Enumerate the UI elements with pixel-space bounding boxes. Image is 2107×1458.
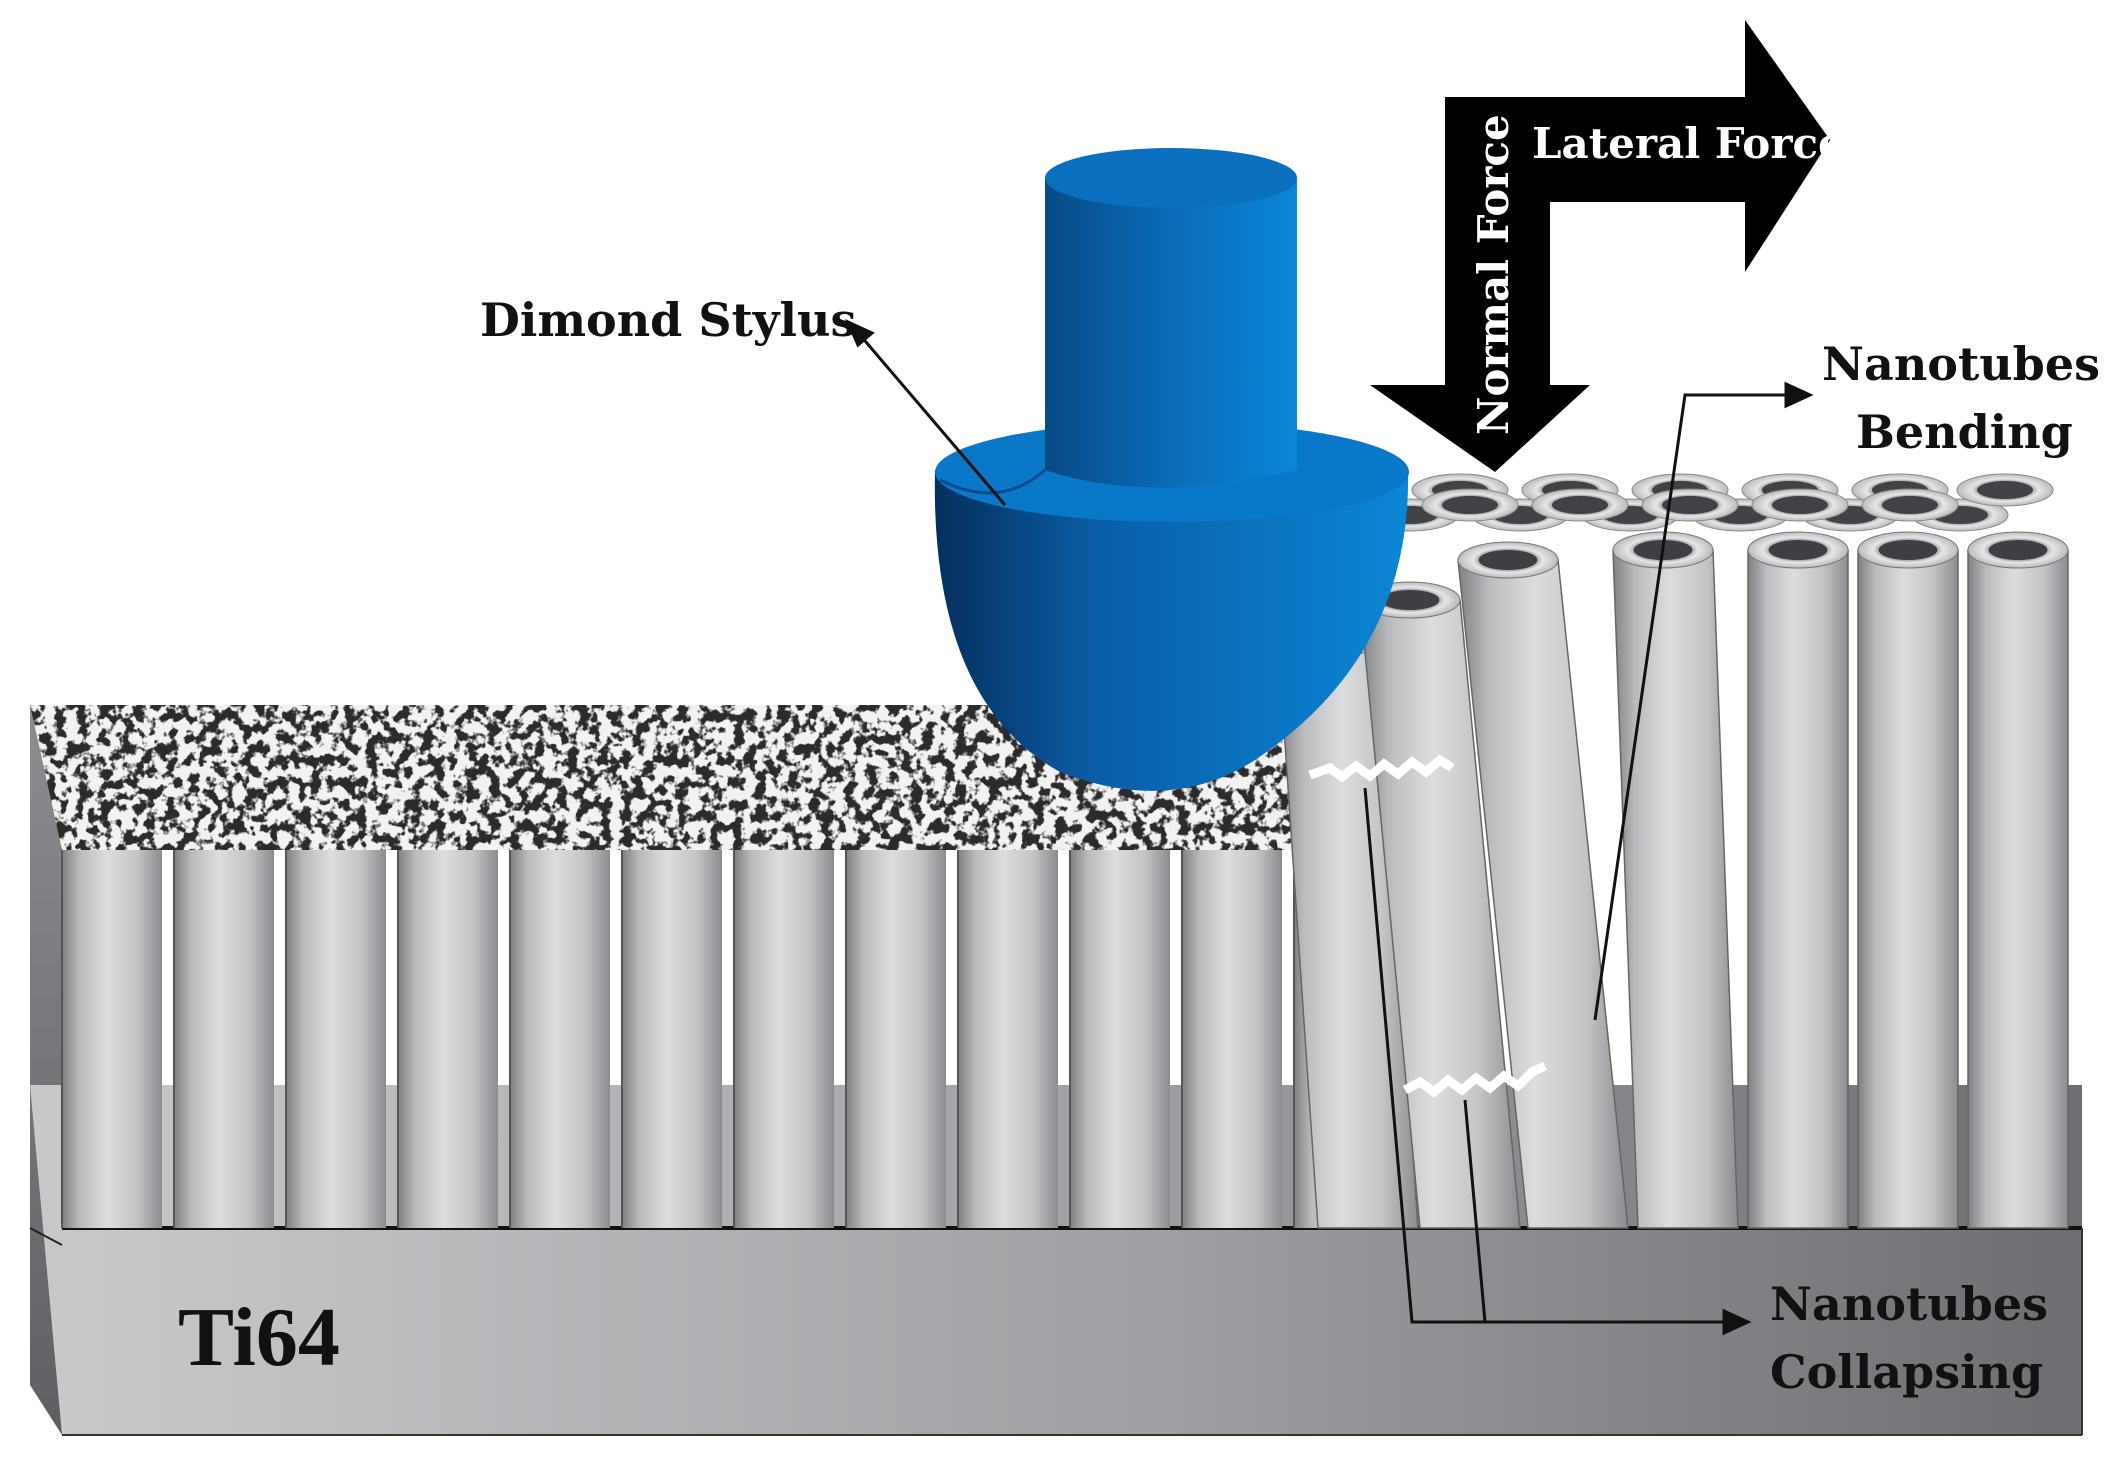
- bending-leader-arrowhead: [1784, 381, 1814, 409]
- stylus-label: Dimond Stylus: [480, 293, 856, 347]
- nanotube-hollow: [1380, 590, 1440, 610]
- nanotube-array-right: [1277, 473, 2069, 1229]
- nanotube-hollow-back: [1552, 496, 1608, 514]
- nanotube: [174, 840, 274, 1228]
- bending-leader: [1593, 393, 1790, 1021]
- stylus-cup: [934, 470, 1409, 791]
- bending-label-line2: Bending: [1856, 405, 2073, 459]
- nanotube-hollow: [1988, 540, 2048, 560]
- nanotube-array-left: [61, 840, 1394, 1228]
- stylus-leader-arrowhead: [845, 319, 875, 348]
- nanotube-hollow: [1768, 540, 1828, 560]
- nanotube: [958, 840, 1058, 1228]
- nanotube: [510, 840, 610, 1228]
- fracture-upper: [1308, 754, 1455, 783]
- fracture-lower: [1402, 1061, 1547, 1098]
- nanotube: [622, 840, 722, 1228]
- nanotube: [846, 840, 946, 1228]
- nanotube: [1182, 840, 1282, 1228]
- collapsing-label-line1: Nanotubes: [1770, 1277, 2048, 1331]
- collapsing-leader-b: [1463, 1099, 1487, 1323]
- collapsing-leader-arrowhead: [1722, 1308, 1752, 1336]
- nanotube: [1967, 549, 2069, 1229]
- force-arrow-shape: [1370, 20, 1830, 472]
- collapsing-leader-a: [1363, 787, 1730, 1324]
- nanotube: [1747, 549, 1849, 1229]
- collapsing-label-line2: Collapsing: [1770, 1345, 2043, 1399]
- nanotube-hollow: [1478, 550, 1538, 570]
- scratched-surface: [30, 705, 1310, 850]
- nanotube-hollow-back: [1977, 481, 2033, 499]
- diamond-stylus: [934, 148, 1409, 791]
- nanotube: [398, 840, 498, 1228]
- stylus-shaft-top: [1045, 148, 1297, 208]
- nanotube-hollow-back: [1442, 496, 1498, 514]
- fracture-marks: [1308, 754, 1547, 1098]
- lateral-force-label: Lateral Force: [1532, 119, 1845, 168]
- substrate-label: Ti64: [178, 1291, 340, 1384]
- stylus-shaft: [1045, 178, 1297, 488]
- nanotube: [1857, 549, 1959, 1229]
- nanotube: [1070, 840, 1170, 1228]
- nanotube: [286, 840, 386, 1228]
- force-arrow: [1370, 20, 1830, 472]
- nanotube: [62, 840, 162, 1228]
- nanotube: [734, 840, 834, 1228]
- normal-force-label: Normal Force: [1469, 114, 1518, 435]
- nanotube-hollow-back: [1772, 496, 1828, 514]
- nanotube-hollow-back: [1882, 496, 1938, 514]
- substrate-corner: [29, 1227, 63, 1246]
- nanotube-hollow: [1878, 540, 1938, 560]
- stylus-rim-edge: [939, 468, 1046, 495]
- leader-lines: [845, 319, 1814, 1336]
- bending-label-line1: Nanotubes: [1822, 337, 2100, 391]
- substrate-front: [62, 1228, 2082, 1435]
- nanotube-hollow-back: [1662, 496, 1718, 514]
- stylus-leader: [858, 334, 1007, 506]
